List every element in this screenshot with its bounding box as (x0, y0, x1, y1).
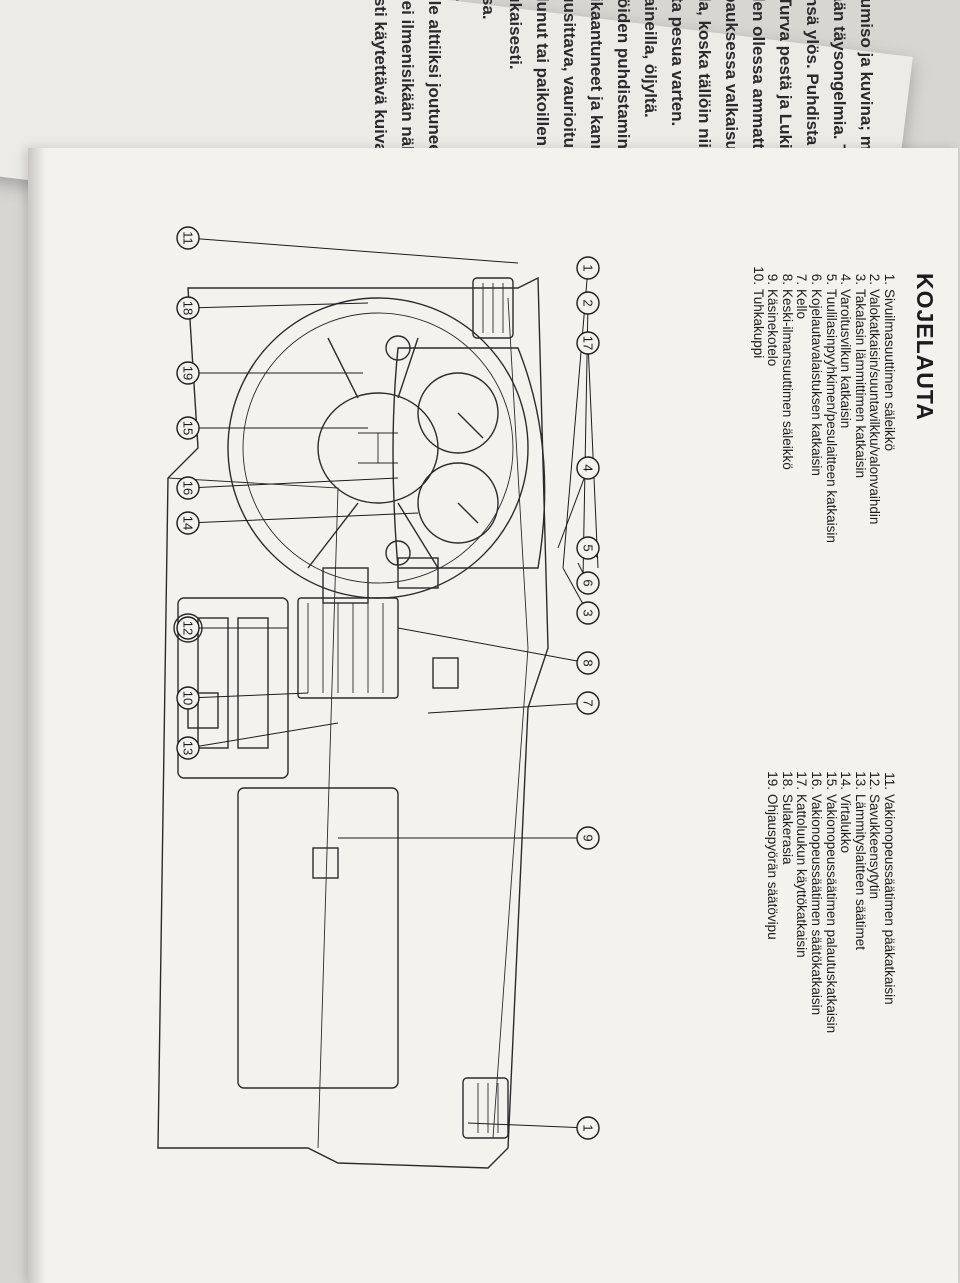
callout-number: 4 (581, 464, 596, 471)
callout-leader-line (467, 1122, 589, 1129)
callout-number: 12 (181, 621, 196, 635)
callout-12: 12 (176, 616, 200, 640)
callout-circle (176, 736, 200, 760)
callout-circle (176, 296, 200, 320)
callout-number: 19 (181, 366, 196, 380)
dashboard-drawing (157, 276, 549, 1169)
callout-leader-line (187, 692, 309, 699)
callout-number: 10 (181, 691, 196, 705)
callout-circle (176, 616, 200, 640)
callout-leader-line (557, 467, 589, 549)
callout-circle (576, 456, 600, 480)
callout-8: 8 (576, 651, 600, 675)
callout-19: 19 (176, 361, 200, 385)
callout-leader-line (187, 237, 519, 264)
callout-number: 8 (581, 659, 596, 666)
callout-circle (576, 1116, 600, 1140)
callout-circle (176, 361, 200, 385)
callout-18: 18 (176, 296, 200, 320)
callout-leader-line (187, 512, 419, 524)
callout-leader-line (587, 342, 599, 569)
callout-16: 16 (176, 476, 200, 500)
callout-4: 4 (576, 456, 600, 480)
callout-number: 13 (181, 741, 196, 755)
callout-leader-line (187, 722, 339, 749)
callout-14: 14 (176, 511, 200, 535)
callout-leader-line (187, 302, 369, 309)
callout-circle (176, 476, 200, 500)
callout-number: 16 (181, 481, 196, 495)
callout-3: 3 (576, 601, 600, 625)
callout-number: 1 (581, 264, 596, 271)
callout-10: 10 (176, 686, 200, 710)
callout-circle (576, 331, 600, 355)
callout-circle (576, 571, 600, 595)
callout-1: 1 (576, 256, 600, 280)
callout-number: 6 (581, 579, 596, 586)
callout-circle (576, 536, 600, 560)
callout-leader-line (397, 627, 589, 664)
callout-13: 13 (176, 736, 200, 760)
callout-1: 1 (576, 1116, 600, 1140)
rotated-content: KOJELAUTA 1.Sivuilmasuuttimen säleikkö 2… (28, 148, 958, 1283)
callout-circle (176, 686, 200, 710)
callout-circle (176, 511, 200, 535)
callout-circle (176, 226, 200, 250)
callout-5: 5 (576, 536, 600, 560)
page-gutter-shadow (28, 148, 46, 1283)
callout-15: 15 (176, 416, 200, 440)
manual-page: KOJELAUTA 1.Sivuilmasuuttimen säleikkö 2… (28, 148, 958, 1283)
callout-leader-line (427, 702, 589, 714)
callout-circle (576, 691, 600, 715)
callout-circle (576, 826, 600, 850)
callout-number: 3 (581, 609, 596, 616)
callout-7: 7 (576, 691, 600, 715)
callout-circle (576, 651, 600, 675)
callout-number: 9 (581, 834, 596, 841)
callout-leader-line (562, 267, 589, 569)
callout-number: 5 (581, 544, 596, 551)
callout-circle (576, 291, 600, 315)
callout-circle (576, 601, 600, 625)
callout-circle (176, 416, 200, 440)
callout-number: 15 (181, 421, 196, 435)
callout-number: 11 (181, 231, 196, 245)
callout-number: 1 (581, 1124, 596, 1131)
callout-9: 9 (576, 826, 600, 850)
callout-number: 18 (181, 301, 196, 315)
callout-number: 7 (581, 699, 596, 706)
callout-circle (576, 256, 600, 280)
callout-number: 14 (181, 516, 196, 530)
callout-6: 6 (576, 571, 600, 595)
callout-11: 11 (176, 226, 200, 250)
callout-17: 17 (576, 331, 600, 355)
callout-2: 2 (576, 291, 600, 315)
callout-number: 17 (581, 336, 596, 350)
callout-leader-line (187, 477, 399, 489)
callout-number: 2 (581, 299, 596, 306)
